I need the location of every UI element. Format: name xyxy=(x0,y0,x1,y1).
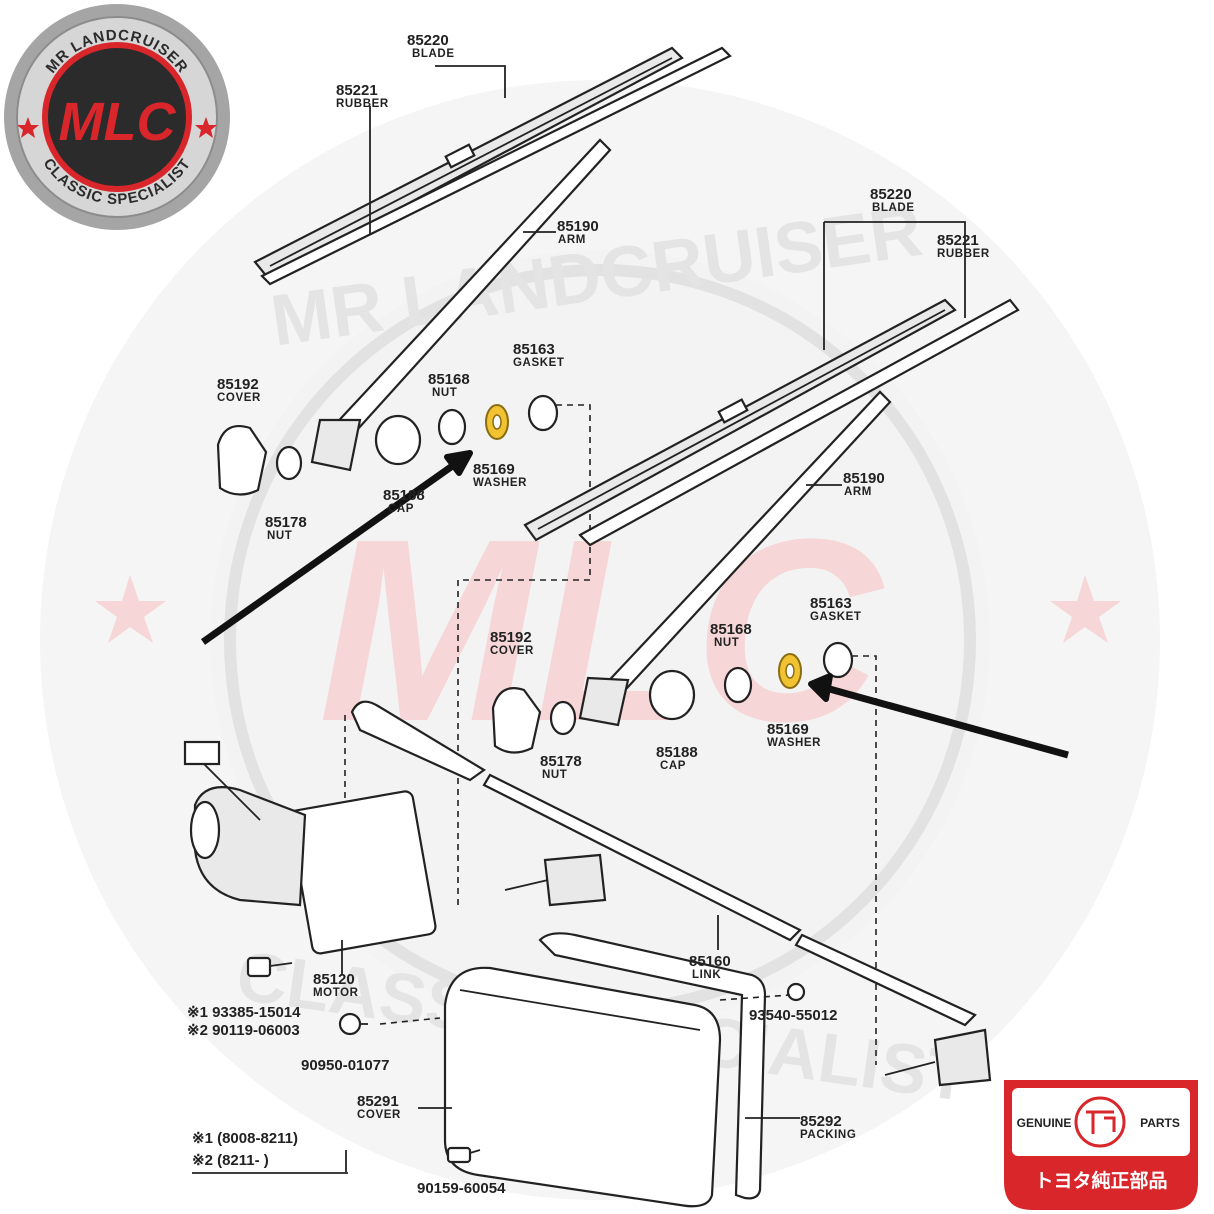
label-num-packing: 85292 xyxy=(800,1113,842,1130)
label-name-link: LINK xyxy=(692,969,721,981)
legend-row-2: ※2 (8211- ) xyxy=(192,1152,269,1169)
label-num-blade-b: 85220 xyxy=(870,186,912,203)
label-name-washer-a: WASHER xyxy=(473,477,527,489)
upper-rubber xyxy=(260,46,732,286)
label-num-cover291: 85291 xyxy=(357,1093,399,1110)
genuine-japanese-label: トヨタ純正部品 xyxy=(1034,1169,1167,1192)
label-name-gasket-b: GASKET xyxy=(810,611,862,623)
crank-arm xyxy=(350,700,487,782)
left-pivot xyxy=(543,853,607,907)
upper-cover-85192 xyxy=(216,424,268,496)
parts-label: PARTS xyxy=(1140,1116,1180,1130)
label-num-link: 85160 xyxy=(689,953,731,970)
screw-90159 xyxy=(446,1146,481,1164)
upper-nut-85168 xyxy=(437,408,467,446)
label-name-cover291: COVER xyxy=(357,1109,401,1121)
lower-cover-85192 xyxy=(491,687,542,754)
genuine-parts-badge: GENUINE PARTS トヨタ純正部品 xyxy=(1004,1080,1198,1210)
badge-mark: MLC xyxy=(59,92,177,152)
link-85160 xyxy=(482,773,802,942)
label-num-blade-a: 85220 xyxy=(407,32,449,49)
lower-wiper-assembly xyxy=(491,221,1020,1065)
upper-cap-85188 xyxy=(374,414,422,466)
pointer-arrows xyxy=(200,450,1069,759)
label-num-gasket-b: 85163 xyxy=(810,595,852,612)
label-name-motor: MOTOR xyxy=(313,987,359,999)
label-name-gasket-a: GASKET xyxy=(513,357,565,369)
label-bolt2: ※2 90119-06003 xyxy=(187,1022,300,1039)
label-num-nut168-b: 85168 xyxy=(710,621,752,638)
watermark-star-left-icon xyxy=(95,575,166,643)
lower-nut-85168 xyxy=(723,666,753,704)
label-num-nut178-a: 85178 xyxy=(265,514,307,531)
label-name-arm-b: ARM xyxy=(844,486,872,498)
label-name-blade-b: BLADE xyxy=(872,202,915,214)
right-pivot xyxy=(933,1028,992,1087)
label-name-packing: PACKING xyxy=(800,1129,856,1141)
arrow-to-lower-washer xyxy=(825,684,1069,759)
label-name-cover192-a: COVER xyxy=(217,392,261,404)
label-num-cover192-b: 85192 xyxy=(490,629,532,646)
cover-85291 xyxy=(443,966,722,1208)
linkage-motor-assembly xyxy=(183,700,992,1208)
label-num-rubber-b: 85221 xyxy=(937,232,979,249)
screw-93540 xyxy=(786,982,806,1002)
label-name-nut168-b: NUT xyxy=(714,637,739,649)
label-num-cover192-a: 85192 xyxy=(217,376,259,393)
part-labels: 85220 BLADE 85221 RUBBER 85190 ARM 85163… xyxy=(187,32,990,1197)
lower-rubber xyxy=(578,298,1020,547)
lower-gasket-85163 xyxy=(822,641,854,679)
arrow-to-upper-washer xyxy=(200,459,461,645)
packing-85292 xyxy=(538,932,767,1200)
label-clip: 90950-01077 xyxy=(301,1057,389,1074)
lower-cap-85188 xyxy=(648,669,696,721)
label-num-cap-b: 85188 xyxy=(656,744,698,761)
clip-90950 xyxy=(338,1012,368,1036)
label-num-arm-b: 85190 xyxy=(843,470,885,487)
label-name-rubber-a: RUBBER xyxy=(336,98,389,110)
label-num-washer-b: 85169 xyxy=(767,721,809,738)
label-num-washer-a: 85169 xyxy=(473,461,515,478)
wiper-motor xyxy=(183,740,437,955)
mlc-badge: MR LANDCRUISER CLASSIC SPECIALIST MLC xyxy=(4,4,230,230)
label-num-motor: 85120 xyxy=(313,971,355,988)
label-num-nut168-a: 85168 xyxy=(428,371,470,388)
bolt-93385 xyxy=(246,956,293,978)
label-num-nut178-b: 85178 xyxy=(540,753,582,770)
upper-nut-85178 xyxy=(275,445,303,481)
upper-gasket-85163 xyxy=(527,394,559,432)
label-name-washer-b: WASHER xyxy=(767,737,821,749)
label-name-nut168-a: NUT xyxy=(432,387,457,399)
lower-nut-85178 xyxy=(549,700,577,736)
label-name-cover192-b: COVER xyxy=(490,645,534,657)
label-name-rubber-b: RUBBER xyxy=(937,248,990,260)
label-name-nut178-b: NUT xyxy=(542,769,567,781)
label-name-cap-b: CAP xyxy=(660,760,686,772)
toyota-emblem-icon xyxy=(1074,1096,1126,1148)
label-bolt1: ※1 93385-15014 xyxy=(187,1004,301,1021)
label-screw-bottom: 90159-60054 xyxy=(417,1180,506,1197)
label-name-arm-a: ARM xyxy=(558,234,586,246)
label-num-arm-a: 85190 xyxy=(557,218,599,235)
badge-star-left-icon xyxy=(17,117,39,138)
label-num-rubber-a: 85221 xyxy=(336,82,378,99)
upper-wiper-assembly xyxy=(216,46,732,905)
label-name-cap-a: CAP xyxy=(388,503,414,515)
legend-row-1: ※1 (8008-8211) xyxy=(192,1130,298,1147)
label-name-blade-a: BLADE xyxy=(412,48,455,60)
label-name-nut178-a: NUT xyxy=(267,530,292,542)
label-num-cap-a: 85188 xyxy=(383,487,425,504)
genuine-label: GENUINE xyxy=(1017,1116,1072,1130)
label-screw-right: 93540-55012 xyxy=(749,1007,837,1024)
label-num-gasket-a: 85163 xyxy=(513,341,555,358)
badge-star-right-icon xyxy=(195,117,217,138)
watermark-star-right-icon xyxy=(1050,575,1121,643)
